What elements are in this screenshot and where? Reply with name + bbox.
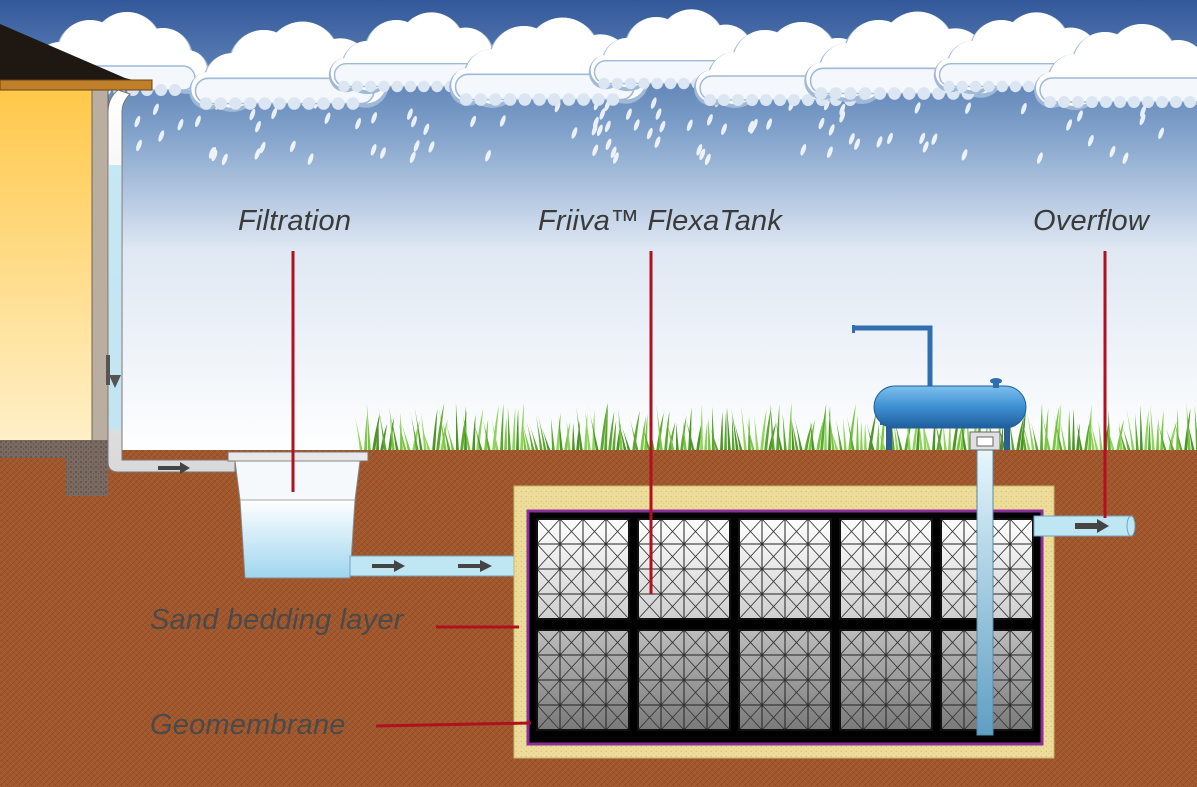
- tank-module: [839, 629, 933, 731]
- geomembrane-label: Geomembrane: [150, 709, 346, 741]
- inlet-pipe: [349, 555, 533, 577]
- tank-module: [637, 518, 731, 620]
- tank-module: [839, 518, 933, 620]
- sand-bedding-label: Sand bedding layer: [150, 604, 404, 636]
- flow-arrow-right-icon: [158, 462, 190, 474]
- tank-module: [637, 629, 731, 731]
- overflow-label: Overflow: [1033, 205, 1150, 237]
- tank-module: [536, 518, 630, 620]
- tank-module: [738, 629, 832, 731]
- tank-module: [738, 518, 832, 620]
- rain-cloud-icon: [189, 21, 389, 112]
- overflow-pipe: [1033, 515, 1136, 537]
- flow-arrow-right-icon: [372, 560, 405, 572]
- filtration-label: Filtration: [238, 205, 352, 237]
- filter-unit: [227, 451, 369, 579]
- tank-module: [536, 629, 630, 731]
- tank-label: Friiva™ FlexaTank: [538, 205, 783, 237]
- tank-modules: [536, 518, 1034, 731]
- flow-arrow-right-icon: [1075, 519, 1109, 533]
- flow-arrow-right-icon: [458, 560, 492, 572]
- house: [0, 24, 153, 496]
- geomembrane-leader-line: [375, 721, 532, 728]
- pressure-tank-icon: [852, 325, 1027, 450]
- riser-pipe: [969, 431, 1001, 736]
- downspout: [106, 89, 236, 474]
- leader-lines: [291, 251, 1107, 728]
- flow-arrow-down-icon: [109, 375, 121, 388]
- rain-cloud-icon: [1034, 24, 1197, 110]
